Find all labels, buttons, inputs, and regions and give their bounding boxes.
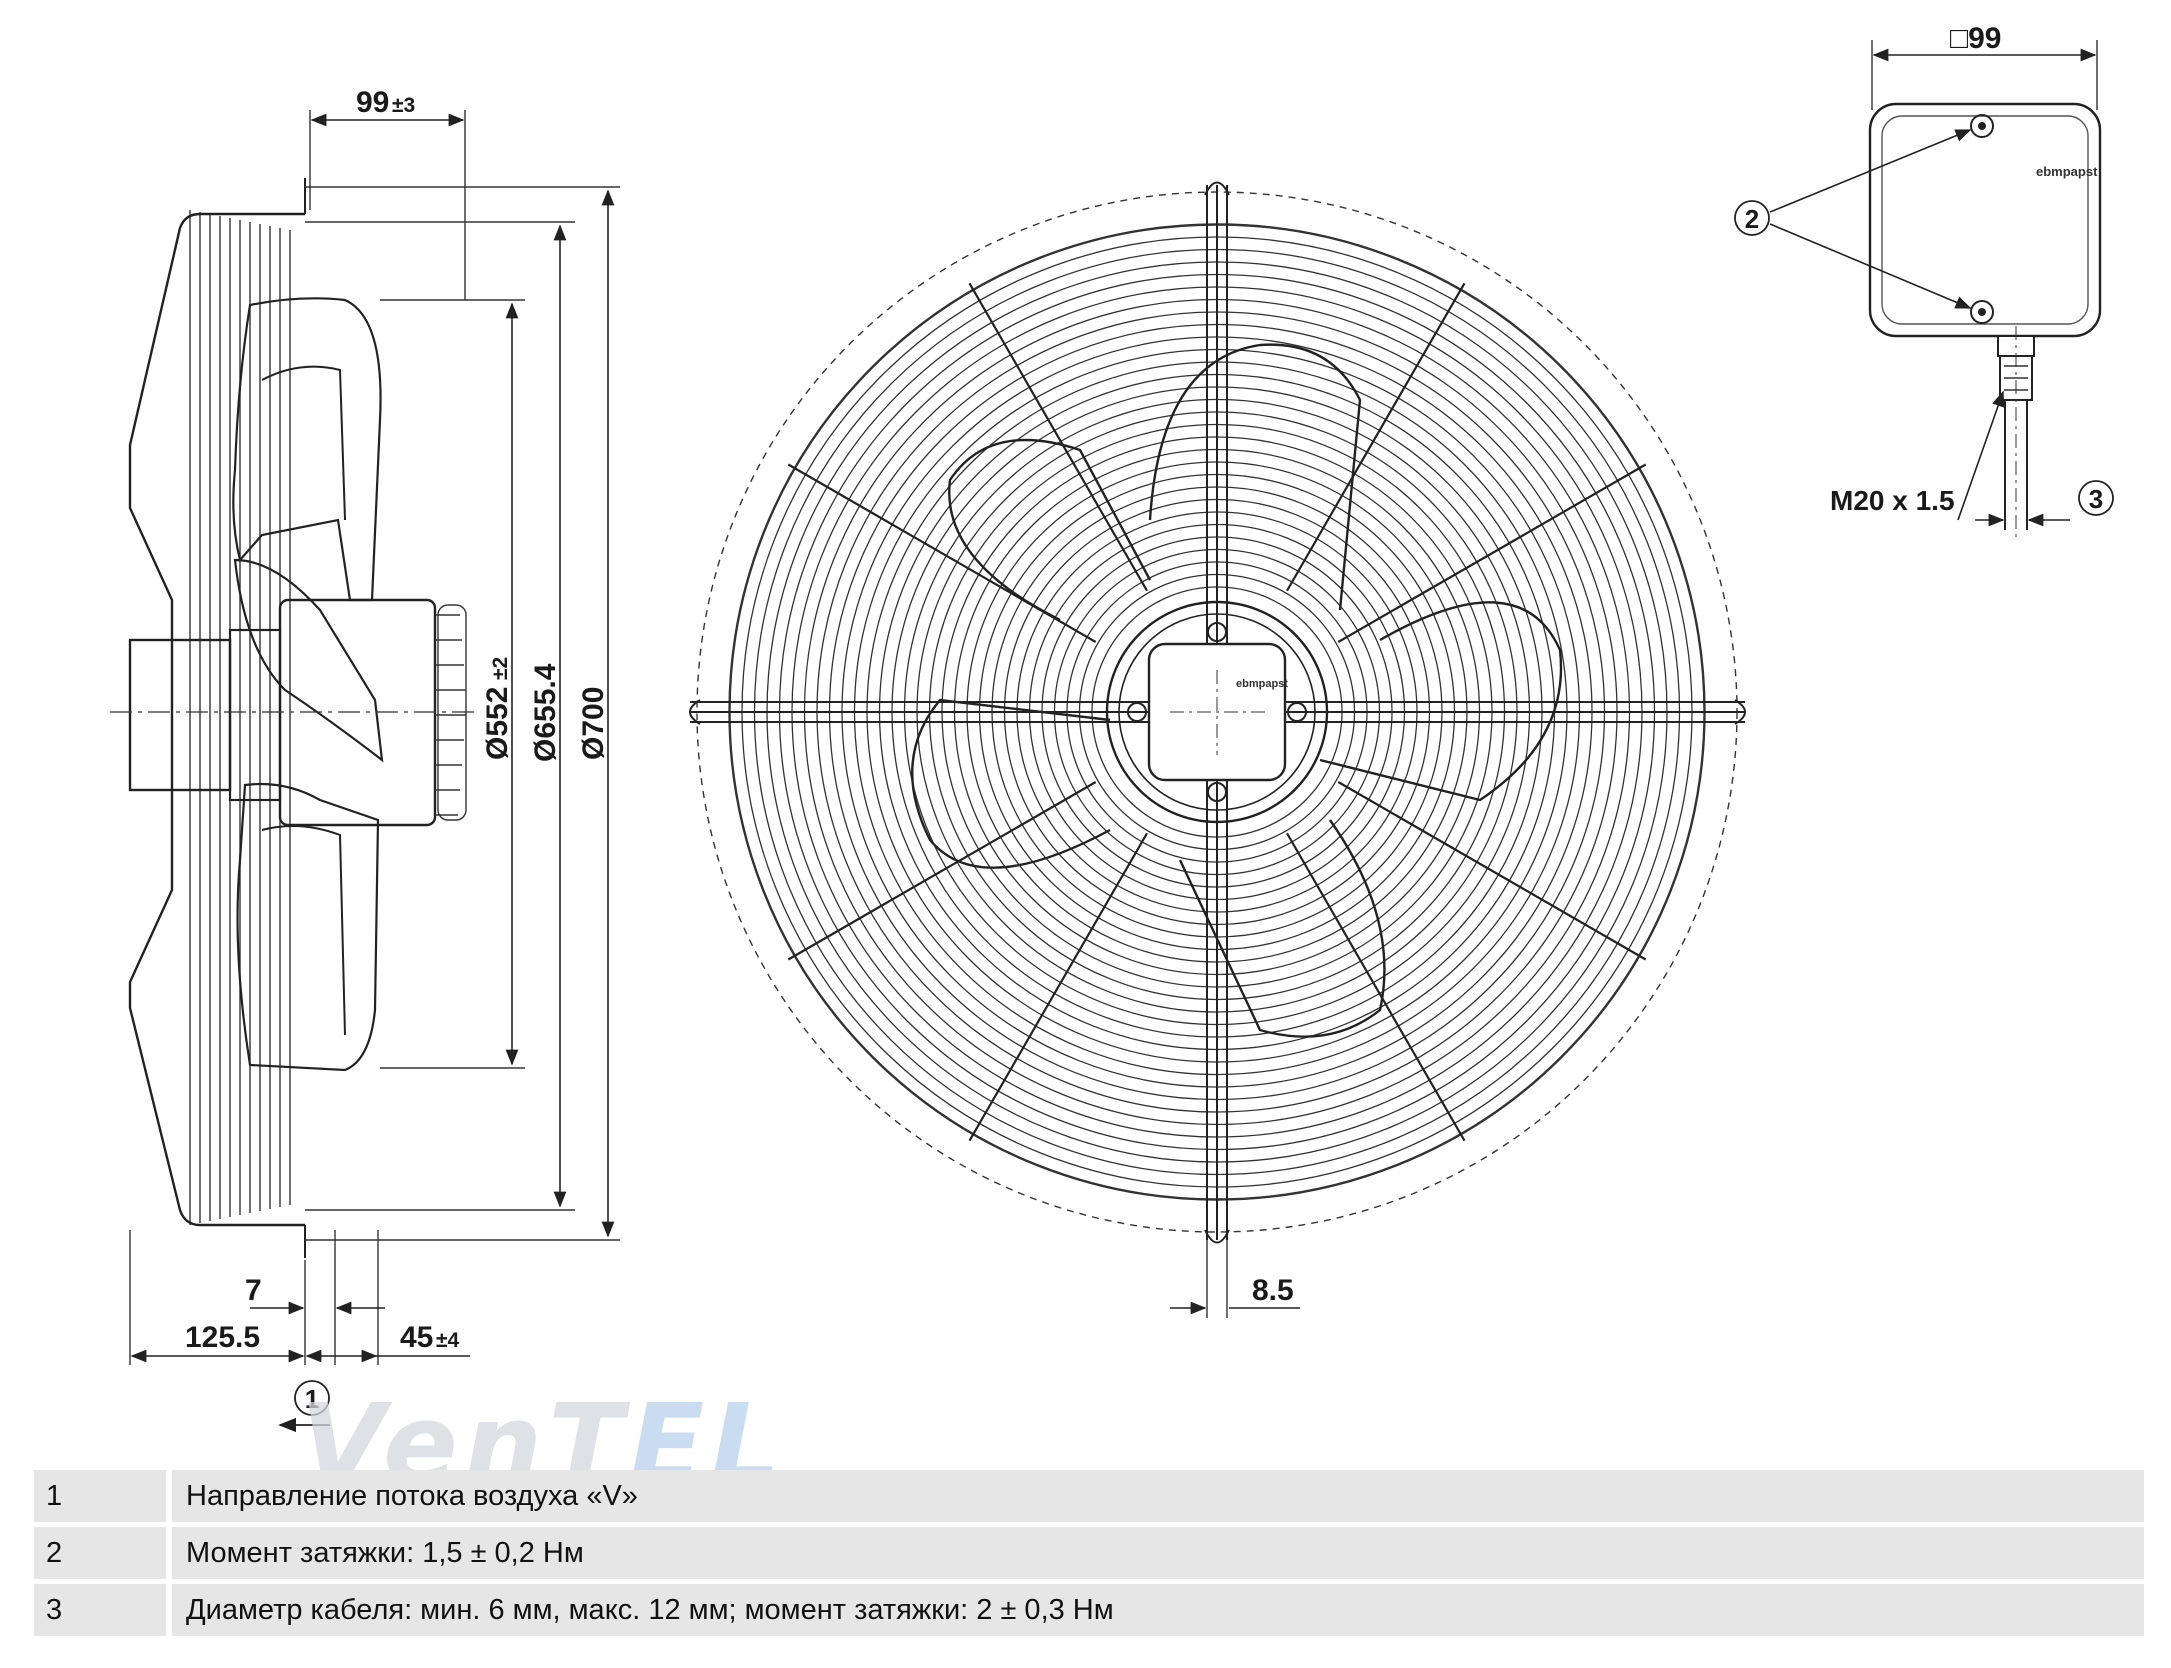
guard-spoke [968,282,1148,592]
terminal-box-body [1868,102,2102,338]
callout-2: 2 [1745,204,1759,234]
dim-125: 125.5 [185,1321,260,1354]
thread-label: M20 x 1.5 [1830,485,1955,516]
legend-number: 3 [34,1584,166,1636]
front-diagonal-spokes [787,282,1647,1142]
legend-row: 3 Диаметр кабеля: мин. 6 мм, макс. 12 мм… [34,1584,2144,1636]
guard-spoke [1286,832,1466,1142]
side-blade-upper [232,297,382,602]
side-blade-lower [236,782,380,1072]
front-dimension-85: 8.5 [1170,1240,1300,1318]
legend-number: 1 [34,1470,166,1522]
side-blade-mid [233,558,384,763]
callout-3: 3 [2089,484,2103,514]
front-hub [1105,600,1329,824]
guard-spoke [968,832,1148,1142]
dim-700: Ø700 [577,687,610,760]
terminal-box-detail: □99 ebmpapst 2 M20 x 1.5 3 [1734,22,2114,540]
dim-552: Ø552 [481,687,514,760]
side-view [110,178,480,1258]
callout-1: 1 [305,1384,319,1414]
legend-row: 2 Момент затяжки: 1,5 ± 0,2 Нм [34,1527,2144,1579]
front-view: ebmpapst [689,181,1746,1244]
legend-text: Момент затяжки: 1,5 ± 0,2 Нм [172,1527,2144,1579]
legend-text: Направление потока воздуха «V» [172,1470,2144,1522]
side-guard-ribs [189,210,291,1225]
legend-row: 1 Направление потока воздуха «V» [34,1470,2144,1522]
dim-7: 7 [245,1274,262,1307]
legend-number: 2 [34,1527,166,1579]
dim-8-5: 8.5 [1252,1274,1294,1307]
side-guard-outline [128,212,305,1227]
screw-top [1970,114,1994,138]
dim-99-top: 99 [356,86,389,119]
front-brand-label: ebmpapst [1236,678,1288,690]
dim-552-tol: ±2 [489,657,512,680]
guard-spoke [1286,282,1466,592]
legend-table: 1 Направление потока воздуха «V» 2 Момен… [34,1470,2144,1641]
guard-spoke [1337,781,1647,961]
legend-text: Диаметр кабеля: мин. 6 мм, макс. 12 мм; … [172,1584,2144,1636]
screw-bottom [1970,300,1994,324]
callout-3-circle [2078,480,2114,516]
callout-1-circle [294,1380,330,1416]
dim-45-tol: ±4 [436,1329,460,1352]
front-blades [911,343,1563,1038]
guard-spoke [787,781,1097,961]
dim-99-tol: ±3 [392,94,415,117]
dim-45: 45 [400,1321,433,1354]
dim-box-99: □99 [1950,22,2002,55]
dim-655: Ø655.4 [529,663,562,762]
guard-spoke [787,463,1097,643]
box-brand-label: ebmpapst [2036,164,2098,179]
callout-2-circle [1734,200,1770,236]
guard-spoke [1337,463,1647,643]
side-dimensions: 99 ±3 Ø552 ±2 Ø655.4 Ø700 7 125.5 45 [129,86,620,1433]
side-terminal-box [128,638,232,792]
